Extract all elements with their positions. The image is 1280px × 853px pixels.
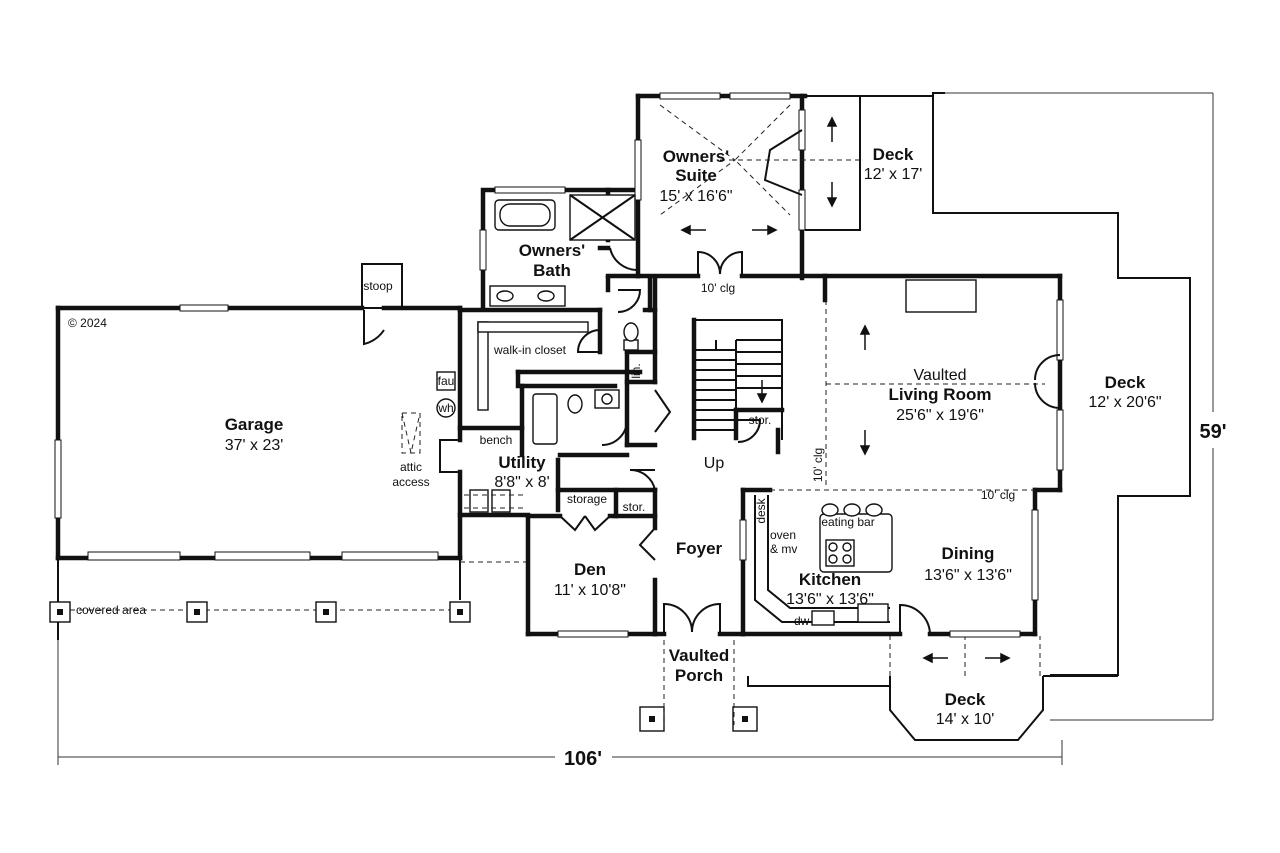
porch-name-2: Porch: [675, 666, 723, 685]
posts: [49, 601, 758, 732]
kitchen-name: Kitchen: [799, 570, 861, 589]
owners-suite-name-2: Suite: [675, 166, 717, 185]
post: [732, 706, 758, 732]
clg-suite-label: 10' clg: [701, 281, 735, 295]
stoop-label: stoop: [363, 279, 393, 293]
bench-label: bench: [480, 433, 513, 447]
post: [449, 601, 471, 623]
garage-size: 37' x 23': [225, 437, 284, 454]
deck-owner-name: Deck: [873, 145, 914, 164]
living-name-2: Living Room: [889, 385, 992, 404]
walk-in-closet-label: walk-in closet: [493, 343, 567, 357]
dw-label: dw: [794, 614, 810, 628]
ceiling-lines: [659, 104, 1045, 725]
doors: [439, 129, 1061, 635]
post: [186, 601, 208, 623]
copyright-text: © 2024: [68, 316, 107, 330]
overall-depth: 59': [1199, 421, 1226, 443]
utility-name: Utility: [498, 453, 546, 472]
garage-name: Garage: [225, 415, 284, 434]
up-label: Up: [704, 455, 725, 472]
attic-label-1: attic: [400, 460, 422, 474]
living-name-1: Vaulted: [913, 367, 966, 384]
storage-label: storage: [567, 492, 607, 506]
utility-size: 8'8" x 8': [494, 474, 549, 491]
eating-bar-label: eating bar: [821, 515, 874, 529]
stor-label-stair: stor.: [749, 413, 772, 427]
kitchen-size: 13'6" x 13'6": [786, 591, 874, 608]
dining-size: 13'6" x 13'6": [924, 567, 1012, 584]
lin-label: lin.: [629, 363, 643, 378]
deck-bottom-size: 14' x 10': [936, 711, 995, 728]
oven-label-2: & mv: [770, 542, 797, 556]
living-size: 25'6" x 19'6": [896, 407, 984, 424]
oven-label-1: oven: [770, 528, 796, 542]
owners-bath-name-2: Bath: [533, 261, 571, 280]
owners-suite-size: 15' x 16'6": [659, 188, 732, 205]
foyer-name: Foyer: [676, 539, 723, 558]
garage: [54, 263, 530, 640]
windows: [479, 92, 1064, 638]
wh-label: wh: [437, 401, 453, 415]
overall-width: 106': [564, 748, 602, 770]
deck-outlines: [747, 92, 1191, 741]
labels: © 2024 Garage 37' x 23' Owners' Suite 15…: [68, 145, 1227, 770]
stor-label-foyer: stor.: [623, 500, 646, 514]
fixtures: [464, 194, 977, 626]
deck-right-size: 12' x 20'6": [1088, 394, 1161, 411]
desk-label: desk: [754, 497, 768, 523]
clg-vertical-label: 10' clg: [811, 448, 825, 482]
post: [315, 601, 337, 623]
arrows: [680, 116, 1011, 664]
post: [49, 601, 71, 623]
dining-name: Dining: [942, 544, 995, 563]
attic-label-2: access: [392, 475, 429, 489]
den-name: Den: [574, 560, 606, 579]
porch-name-1: Vaulted: [669, 646, 729, 665]
clg-dining-label: 10' clg: [981, 488, 1015, 502]
dimension-lines: [57, 92, 1214, 765]
den-size: 11' x 10'8": [554, 582, 626, 599]
stair-treads: [694, 339, 782, 431]
post: [639, 706, 665, 732]
deck-owner-size: 12' x 17': [864, 166, 923, 183]
owners-bath-name-1: Owners': [519, 241, 585, 260]
covered-area-label: covered area: [76, 603, 146, 617]
deck-bottom-name: Deck: [945, 690, 986, 709]
fau-label: fau: [438, 374, 455, 388]
owners-suite-name-1: Owners': [663, 147, 729, 166]
deck-right-name: Deck: [1105, 373, 1146, 392]
